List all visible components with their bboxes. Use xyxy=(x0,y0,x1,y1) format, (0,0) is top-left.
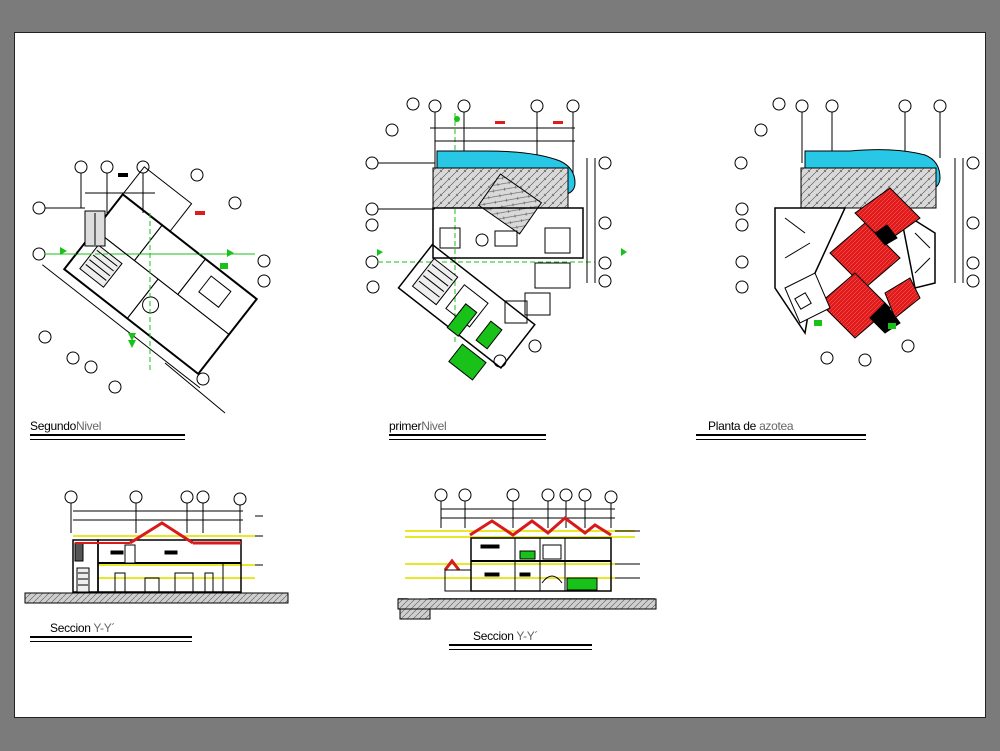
title-underline xyxy=(389,434,546,436)
title-light: Nivel xyxy=(421,419,447,433)
title-underline-thin xyxy=(30,439,185,440)
title-seccion-2: Seccion Y-Y´ xyxy=(473,629,538,643)
title-planta-azotea: Planta de azotea xyxy=(708,419,794,433)
title-underline xyxy=(696,434,866,436)
section-1 xyxy=(24,490,289,604)
title-bold: Seccion xyxy=(473,629,514,643)
title-light: Y-Y´ xyxy=(516,629,539,643)
title-light: azotea xyxy=(759,419,794,433)
plan-primer-nivel xyxy=(365,97,627,381)
title-underline-thin xyxy=(449,649,592,650)
title-underline xyxy=(449,644,592,646)
title-underline-thin xyxy=(389,439,546,440)
title-bold: Segundo xyxy=(30,419,76,433)
grid-bubbles-azotea xyxy=(734,97,980,367)
title-bold: Planta de xyxy=(708,419,757,433)
title-seccion-1: Seccion Y-Y´ xyxy=(50,621,115,635)
title-bold: Seccion xyxy=(50,621,91,635)
cad-drawing-canvas xyxy=(24,97,980,620)
title-underline-thin xyxy=(30,641,192,642)
title-light: Nivel xyxy=(75,419,102,433)
title-underline-thin xyxy=(696,439,866,440)
title-segundo-nivel: SegundoNivel xyxy=(30,419,101,433)
plan-azotea xyxy=(734,97,980,367)
segundo-building xyxy=(42,166,259,389)
grid-bubbles-top xyxy=(32,160,271,394)
section-2 xyxy=(397,488,657,620)
roof-planes xyxy=(819,187,921,339)
title-underline xyxy=(30,434,185,436)
title-bold: primer xyxy=(389,419,422,433)
title-underline xyxy=(30,636,192,638)
title-primer-nivel: primerNivel xyxy=(389,419,447,433)
drawing-sheet: SegundoNivel primerNivel Planta de azote… xyxy=(14,32,986,718)
title-light: Y-Y´ xyxy=(93,621,116,635)
plan-segundo-nivel xyxy=(32,160,271,414)
